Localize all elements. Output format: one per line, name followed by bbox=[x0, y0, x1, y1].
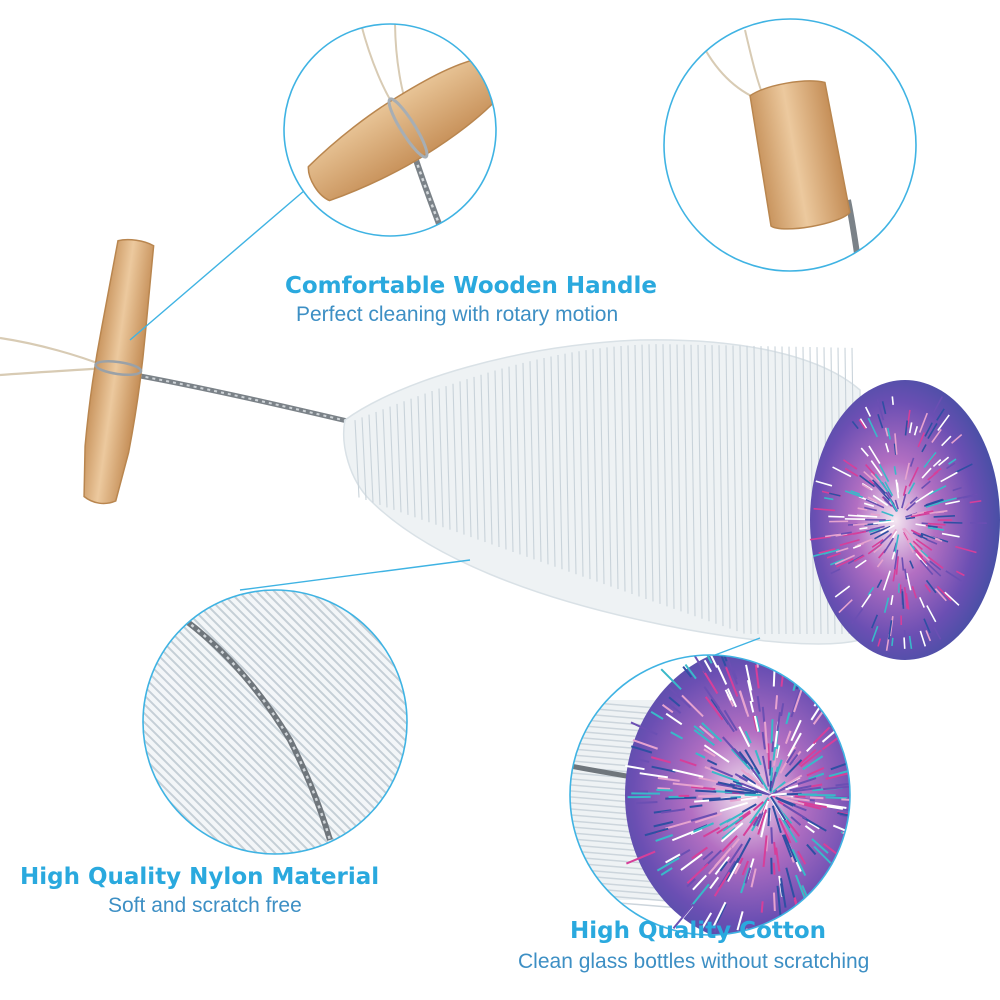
callout-handle-end bbox=[663, 18, 917, 272]
handle-feature-title: Comfortable Wooden Handle bbox=[285, 273, 657, 299]
nylon-bristles bbox=[343, 339, 861, 645]
nylon-feature-title: High Quality Nylon Material bbox=[20, 864, 380, 890]
handle-feature-subtitle: Perfect cleaning with rotary motion bbox=[296, 303, 619, 326]
cotton-feature-subtitle: Clean glass bottles without scratching bbox=[518, 950, 870, 973]
wooden-handle bbox=[83, 238, 155, 505]
cotton-feature-title: High Quality Cotton bbox=[570, 918, 827, 944]
callout-nylon-closeup bbox=[142, 589, 408, 855]
callout-handle-closeup bbox=[283, 23, 497, 237]
pointer-lines bbox=[129, 189, 761, 656]
callout-cotton-closeup bbox=[569, 654, 851, 936]
hanging-string bbox=[0, 336, 106, 377]
cotton-tip bbox=[809, 380, 1000, 660]
main-brush bbox=[0, 238, 1000, 660]
nylon-feature-subtitle: Soft and scratch free bbox=[108, 894, 302, 917]
